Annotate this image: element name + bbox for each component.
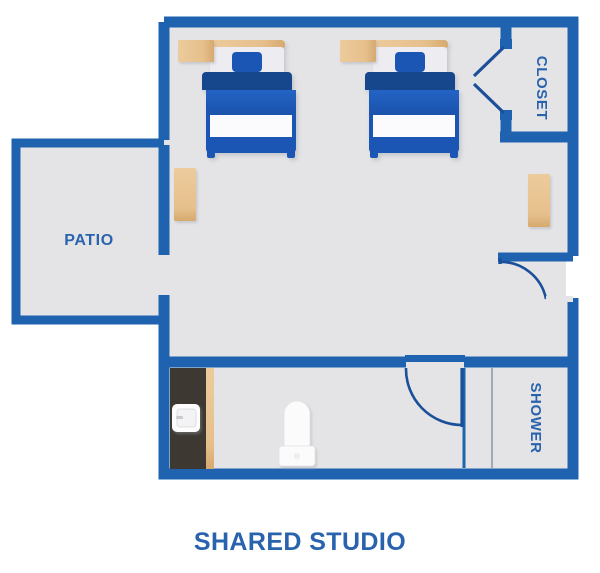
entry-door-opening xyxy=(566,256,580,298)
closet-floor xyxy=(506,22,573,137)
toilet xyxy=(278,400,316,467)
patio-label: PATIO xyxy=(64,232,114,249)
bed-left-headboard-shelf xyxy=(209,40,285,49)
bed-right-pillow xyxy=(395,52,425,72)
wall-outline-patio xyxy=(11,138,164,325)
bed-left-sheet xyxy=(210,115,292,137)
bed-right-headboard-shelf xyxy=(372,40,448,49)
closet-door-leaf-bottom xyxy=(472,82,506,115)
vanity-wood-edge xyxy=(206,368,214,469)
bed-left xyxy=(202,40,296,158)
nightstand-right-top xyxy=(340,40,376,62)
bed-right xyxy=(365,40,459,158)
toilet-bowl xyxy=(283,400,311,447)
bed-right-sheet xyxy=(373,115,455,137)
walls xyxy=(11,16,580,480)
toilet-flush-button xyxy=(293,452,301,460)
bed-right-blanket-top xyxy=(365,72,455,90)
bed-right-blanket-mid xyxy=(369,90,459,115)
doors xyxy=(404,45,573,427)
bed-right-leg-r xyxy=(450,150,458,158)
bathroom-door-arc xyxy=(404,367,463,427)
dresser-right xyxy=(528,174,550,227)
entry-door-threshold xyxy=(546,296,573,302)
sink-faucet xyxy=(176,416,183,419)
wall-bathroom-notch xyxy=(405,355,465,362)
bed-left-leg-r xyxy=(287,150,295,158)
bathroom-floor xyxy=(164,362,573,474)
bed-right-foot-end xyxy=(369,137,459,153)
dresser-left-body xyxy=(174,168,196,221)
bed-left-pillow xyxy=(232,52,262,72)
patio-floor xyxy=(16,143,168,320)
dresser-left xyxy=(174,168,196,221)
bed-right-leg-l xyxy=(370,150,378,158)
nightstand-right xyxy=(340,40,376,62)
bed-left-foot-end xyxy=(206,137,296,153)
sink xyxy=(172,404,200,432)
dresser-right-body xyxy=(528,174,550,227)
nightstand-left-top xyxy=(178,40,214,62)
nightstand-left xyxy=(178,40,214,62)
entry-door-arc xyxy=(499,260,548,300)
bed-left-blanket-mid xyxy=(206,90,296,115)
bed-left-blanket-top xyxy=(202,72,292,90)
shower-label: SHOWER xyxy=(527,382,544,453)
plan-title: SHARED STUDIO xyxy=(193,528,407,556)
closet-door-leaf-top xyxy=(472,45,506,78)
bed-left-leg-l xyxy=(207,150,215,158)
closet-label: CLOSET xyxy=(533,56,550,120)
